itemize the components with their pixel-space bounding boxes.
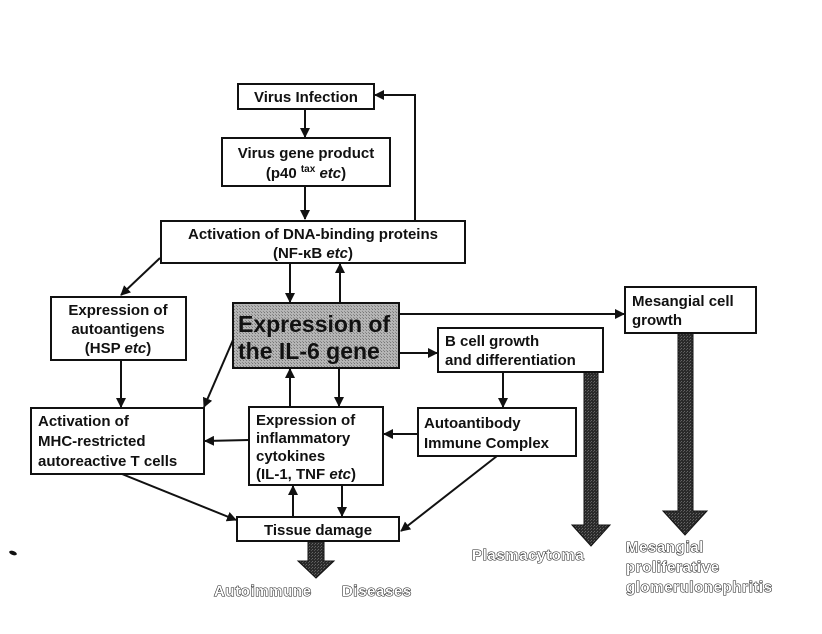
- node-label: Immune Complex: [424, 435, 550, 452]
- node-label: Expression of: [256, 412, 356, 429]
- node-label: MHC-restricted: [38, 433, 146, 450]
- node-label: Virus gene product: [238, 145, 374, 162]
- node-label: cytokines: [256, 448, 325, 465]
- node-virus-infection: Virus Infection: [237, 83, 375, 110]
- node-label: the IL-6 gene: [238, 338, 380, 364]
- node-label-sub: (IL-1, TNF etc): [256, 466, 356, 483]
- node-b-cell-growth: B cell growth and differentiation: [437, 327, 604, 373]
- node-label-sub: (NF-κB etc): [273, 245, 353, 262]
- edge-autoantibody-to-tissue-damage: [400, 455, 498, 532]
- outcome-glomerulonephritis-line2: proliferative: [626, 559, 720, 576]
- outcome-diseases-label: Diseases: [342, 583, 412, 600]
- node-mesangial-cell-growth: Mesangial cell growth: [624, 286, 757, 334]
- node-virus-gene-product: Virus gene product (p40 tax etc): [221, 137, 391, 187]
- node-il6-gene: Expression of the IL-6 gene: [232, 302, 400, 369]
- node-label: autoreactive T cells: [38, 453, 177, 470]
- thick-arrow-mesangial-to-glomerulonephritis: [661, 332, 709, 536]
- thick-arrow-tissue-to-autoimmune: [296, 540, 336, 579]
- node-label: Activation of: [38, 413, 130, 430]
- node-inflammatory-cytokines: Expression of inflammatory cytokines (IL…: [248, 406, 384, 486]
- scan-artifact-mark: [9, 550, 17, 556]
- node-label: B cell growth: [445, 333, 539, 350]
- node-label: Mesangial cell: [632, 293, 734, 310]
- edge-dna-binding-to-virus-infection: [374, 90, 416, 220]
- node-tissue-damage: Tissue damage: [236, 516, 400, 542]
- edge-dna-binding-to-autoantigens: [120, 257, 161, 296]
- node-label: Autoantibody: [424, 415, 521, 432]
- node-autoantigens: Expression of autoantigens (HSP etc): [50, 296, 187, 361]
- node-label: autoantigens: [71, 321, 164, 338]
- thick-arrow-b-cell-to-plasmacytoma: [570, 371, 612, 547]
- edge-il6-to-mhc-t-cells: [202, 339, 234, 408]
- edge-cytokines-to-mhc: [204, 435, 250, 446]
- node-label: inflammatory: [256, 430, 351, 447]
- node-label: Expression of: [68, 302, 168, 319]
- edge-mhc-to-tissue-damage: [121, 473, 237, 522]
- node-label-sub: (p40 tax etc): [266, 164, 346, 182]
- outcome-glomerulonephritis-line3: glomerulonephritis: [626, 579, 773, 596]
- outcome-autoimmune-label: Autoimmune: [214, 583, 312, 600]
- node-label-sub: (HSP etc): [85, 340, 151, 357]
- node-label: Expression of: [238, 311, 390, 337]
- node-label: and differentiation: [445, 352, 576, 369]
- node-mhc-t-cells: Activation of MHC-restricted autoreactiv…: [30, 407, 205, 475]
- node-label: Activation of DNA-binding proteins: [188, 226, 438, 243]
- node-label: Virus Infection: [254, 89, 358, 106]
- node-label: Tissue damage: [264, 522, 372, 539]
- node-label: growth: [632, 312, 682, 329]
- node-autoantibody-immune-complex: Autoantibody Immune Complex: [417, 407, 577, 457]
- outcome-glomerulonephritis-line1: Mesangial: [626, 539, 704, 556]
- outcome-plasmacytoma-label: Plasmacytoma: [472, 547, 584, 564]
- node-dna-binding-proteins: Activation of DNA-binding proteins (NF-κ…: [160, 220, 466, 264]
